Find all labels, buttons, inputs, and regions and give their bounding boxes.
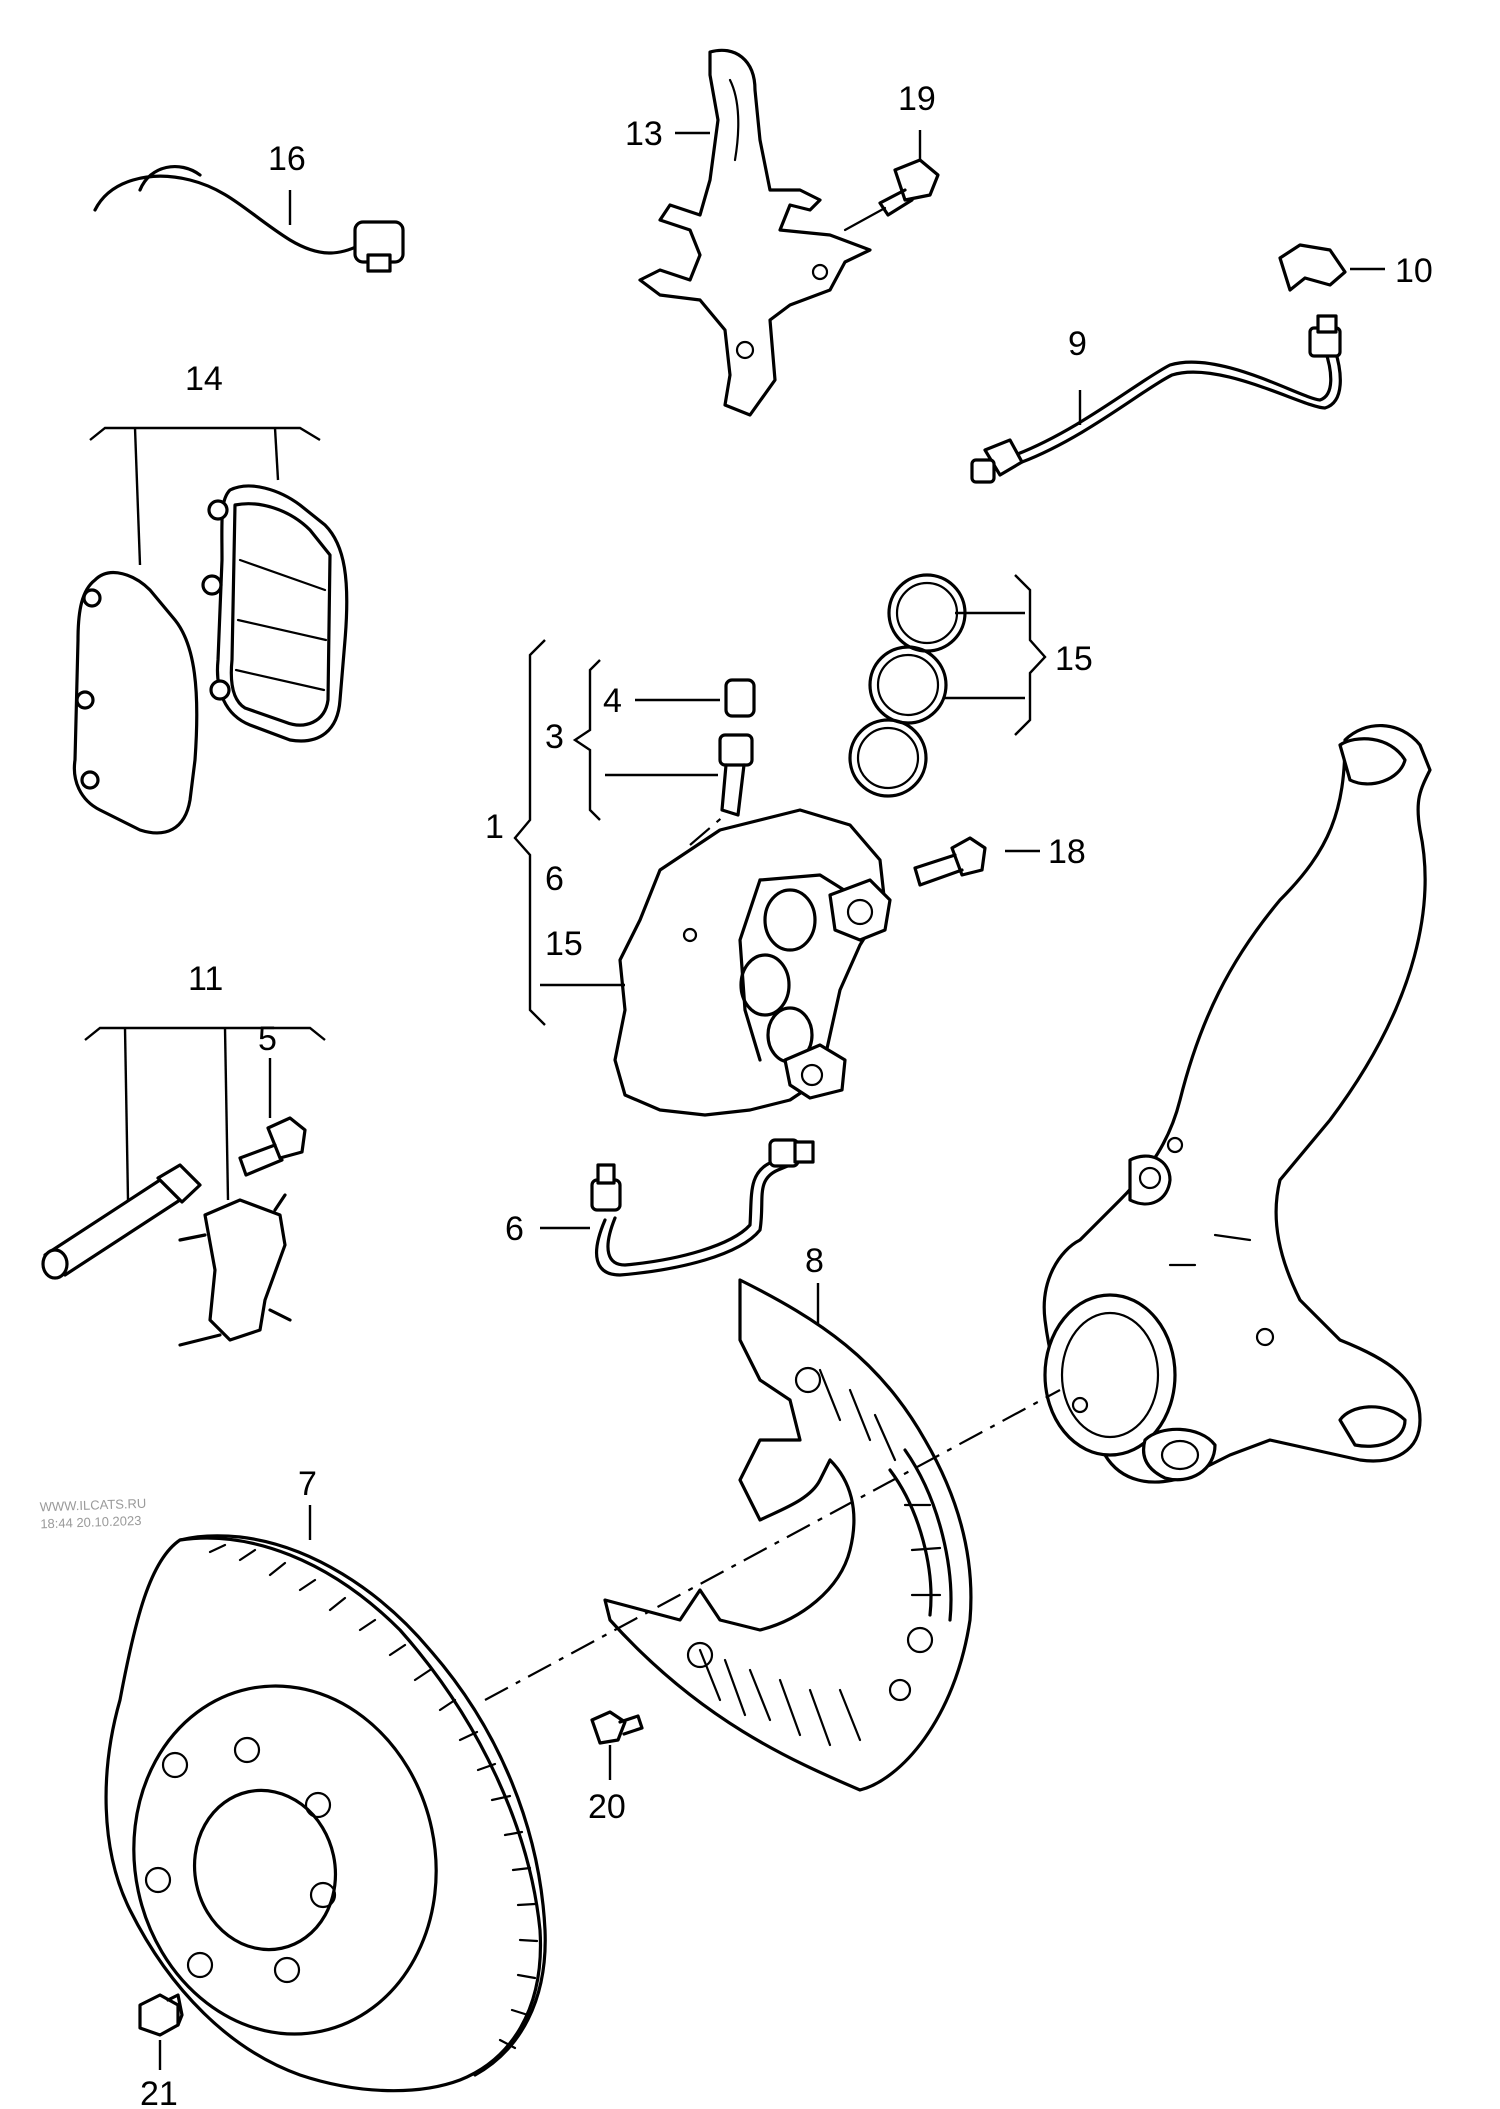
bolt-19 (843, 158, 940, 232)
callout-21: 21 (140, 2075, 178, 2109)
brake-disc (104, 1534, 547, 2093)
callout-4: 4 (603, 682, 622, 720)
callout-15-seals: 15 (1055, 640, 1093, 678)
callout-6-line: 6 (505, 1210, 524, 1248)
bolt-5 (238, 1116, 307, 1177)
callout-18: 18 (1048, 833, 1086, 871)
steering-knuckle (1042, 724, 1432, 1484)
pad-retainer (41, 1026, 326, 1347)
callout-16: 16 (268, 140, 306, 178)
bolt-18 (913, 836, 987, 887)
callout-3: 3 (545, 718, 564, 756)
callout-10: 10 (1395, 252, 1433, 290)
screw-20 (590, 1710, 644, 1745)
callout-7: 7 (298, 1465, 317, 1503)
callout-9: 9 (1068, 325, 1087, 363)
assembly-axis (484, 814, 1061, 1701)
callout-8: 8 (805, 1242, 824, 1280)
callout-19: 19 (898, 80, 936, 118)
splash-shield (603, 1278, 973, 1792)
callout-20: 20 (588, 1788, 626, 1826)
brake-pads (72, 426, 349, 835)
brake-caliper (613, 808, 892, 1117)
brake-line-9 (970, 314, 1342, 484)
bleeder-valve (718, 678, 756, 817)
leader-lines (158, 130, 1385, 2070)
callout-1: 1 (485, 808, 504, 846)
callout-labels: 16 13 19 10 9 14 4 3 15 1 6 15 18 11 5 6… (140, 80, 1433, 2109)
callout-13: 14 (185, 360, 223, 398)
callout-11: 13 (625, 115, 663, 153)
callout-14: 11 (188, 960, 223, 998)
wear-sensor-wire (93, 165, 405, 273)
watermark-site: WWW.ILCATS.RU (39, 1496, 146, 1515)
callout-5: 5 (258, 1020, 277, 1058)
plug-21 (138, 1993, 184, 2037)
caliper-seals (848, 573, 967, 798)
callout-6-caliper: 6 (545, 860, 564, 898)
clip-10 (1278, 243, 1347, 292)
watermark-stamp: 18:44 20.10.2023 (40, 1513, 142, 1532)
brake-line-6 (590, 1138, 815, 1277)
bracket (638, 48, 872, 417)
callout-15-caliper: 15 (545, 925, 583, 963)
watermark: WWW.ILCATS.RU 18:44 20.10.2023 (39, 1496, 146, 1532)
